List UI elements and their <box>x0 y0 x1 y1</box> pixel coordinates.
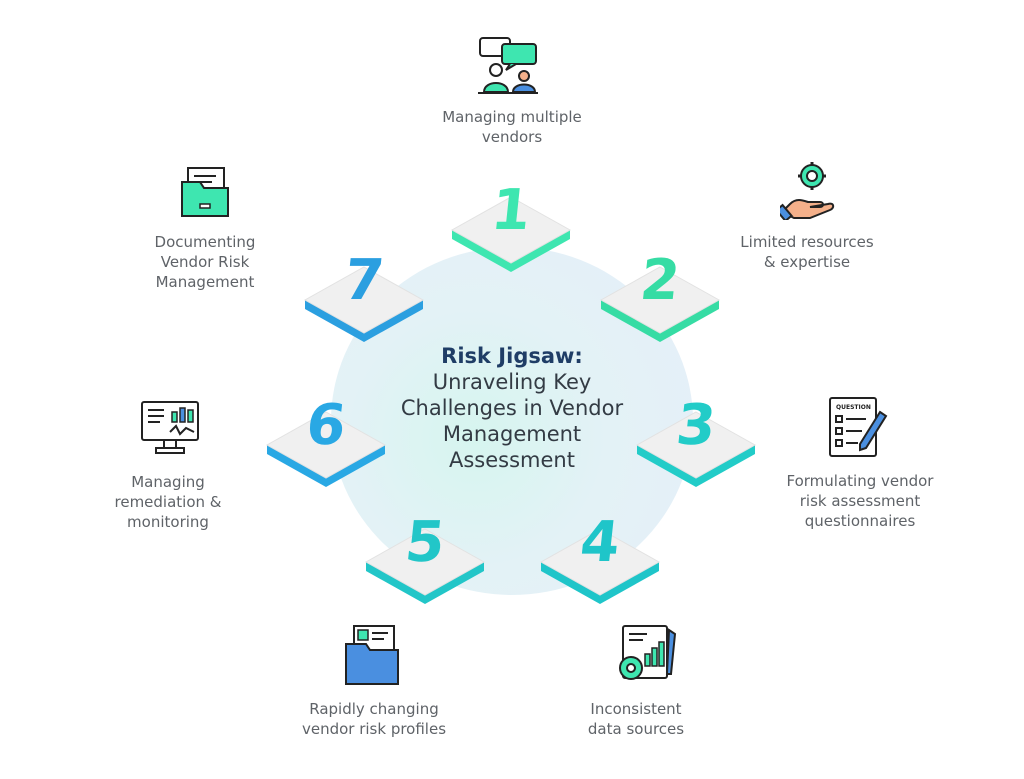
tile-edge <box>539 528 661 596</box>
tile-shape <box>303 266 425 342</box>
step-number: 7 <box>341 248 387 313</box>
step-tile-2: 2 <box>599 248 721 342</box>
tile-left-side <box>541 562 600 604</box>
center-title-line: Management <box>442 422 582 446</box>
label-line: Managing multiple <box>442 108 582 126</box>
step-number: 4 <box>577 510 623 575</box>
tile-shape <box>450 196 572 272</box>
label-line: Management <box>155 273 255 291</box>
label-line: remediation & <box>114 493 222 511</box>
data-report-icon <box>619 625 677 680</box>
tile-edge <box>450 196 572 264</box>
tile-edge <box>599 266 721 334</box>
profile-folder-icon <box>345 625 399 685</box>
center-title-line: Unraveling Key <box>432 370 592 394</box>
label-line: vendors <box>481 128 543 146</box>
tile-right-side <box>511 230 570 272</box>
step-number: 5 <box>402 510 448 575</box>
step-number: 1 <box>488 178 534 243</box>
tile-right-side <box>660 300 719 342</box>
center-title: Risk Jigsaw: Unraveling Key Challenges i… <box>372 343 652 473</box>
step-tile-3: 3 <box>635 393 757 487</box>
tile-right-side <box>364 300 423 342</box>
label-line: vendor risk profiles <box>301 720 447 738</box>
step-label-5: Rapidly changing vendor risk profiles <box>279 699 469 739</box>
step-label-4: Inconsistent data sources <box>556 699 716 739</box>
vendor-chat-icon <box>478 37 538 94</box>
center-title-line: Assessment <box>449 448 575 472</box>
hand-gear-icon <box>780 162 835 220</box>
tile-edge <box>303 266 425 334</box>
step-tile-4: 4 <box>539 510 661 604</box>
svg-text:QUESTION: QUESTION <box>836 404 871 411</box>
label-line: risk assessment <box>799 492 921 510</box>
tile-left-side <box>601 300 660 342</box>
step-number: 2 <box>637 248 683 313</box>
tile-left-side <box>452 230 511 272</box>
tile-left-side <box>267 445 326 487</box>
tile-shape <box>265 411 387 487</box>
label-line: monitoring <box>127 513 209 531</box>
label-line: Vendor Risk <box>160 253 250 271</box>
tile-right-side <box>696 445 755 487</box>
tile-right-side <box>425 562 484 604</box>
step-label-7: Documenting Vendor Risk Management <box>132 232 278 292</box>
monitor-chart-icon <box>141 401 199 454</box>
tile-shape <box>599 266 721 342</box>
step-tile-5: 5 <box>364 510 486 604</box>
step-label-3: Formulating vendor risk assessment quest… <box>764 471 956 531</box>
step-label-1: Managing multiple vendors <box>412 107 612 147</box>
label-line: Inconsistent <box>590 700 682 718</box>
center-title-heading: Risk Jigsaw: <box>441 344 583 368</box>
step-label-6: Managing remediation & monitoring <box>95 472 241 532</box>
label-line: Rapidly changing <box>309 700 439 718</box>
step-tile-6: 6 <box>265 393 387 487</box>
label-line: Formulating vendor <box>786 472 934 490</box>
label-line: & expertise <box>763 253 851 271</box>
tile-shape <box>539 528 661 604</box>
label-line: Managing <box>131 473 205 491</box>
label-line: data sources <box>587 720 685 738</box>
step-tile-7: 7 <box>303 248 425 342</box>
step-label-2: Limited resources & expertise <box>718 232 896 272</box>
tile-shape <box>635 411 757 487</box>
label-line: Documenting <box>154 233 256 251</box>
step-number: 6 <box>303 393 349 458</box>
questionnaire-icon: QUESTION <box>829 397 888 457</box>
document-folder-icon <box>181 167 229 217</box>
tile-edge <box>265 411 387 479</box>
label-line: questionnaires <box>804 512 916 530</box>
tile-left-side <box>305 300 364 342</box>
tile-right-side <box>326 445 385 487</box>
tile-shape <box>364 528 486 604</box>
label-line: Limited resources <box>740 233 874 251</box>
step-number: 3 <box>673 393 719 458</box>
tile-left-side <box>366 562 425 604</box>
tile-left-side <box>637 445 696 487</box>
tile-edge <box>364 528 486 596</box>
tile-edge <box>635 411 757 479</box>
step-tile-1: 1 <box>450 178 572 272</box>
tile-right-side <box>600 562 659 604</box>
center-title-line: Challenges in Vendor <box>400 396 624 420</box>
